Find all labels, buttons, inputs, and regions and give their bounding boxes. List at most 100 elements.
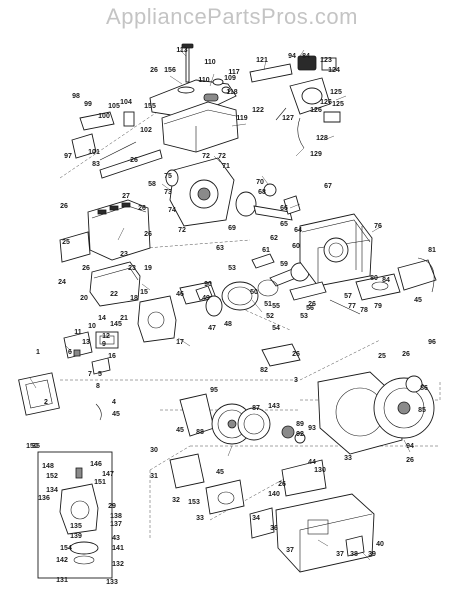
part-number-label: 86 [420,385,428,392]
part-number-label: 26 [144,231,152,238]
part-number-label: 97 [64,153,72,160]
part-number-label: 26 [130,157,138,164]
part-number-label: 34 [252,515,260,522]
part-number-label: 24 [58,279,66,286]
part-number-label: 69 [228,225,236,232]
part-number-label: 127 [282,115,294,122]
part-number-label: 85 [418,407,426,414]
part-number-label: 102 [140,127,152,134]
part-number-label: 121 [256,57,268,64]
part-number-label: 26 [278,481,286,488]
muffler-assembly [289,257,437,315]
flywheel-assembly [179,393,306,445]
part-number-label: 7 [88,371,92,378]
part-number-label: 74 [168,207,176,214]
part-number-label: 18 [130,295,138,302]
part-number-label: 141 [112,545,124,552]
part-number-label: 83 [92,161,100,168]
part-number-label: 46 [176,291,184,298]
part-number-label: 1 [36,349,40,356]
part-number-label: 20 [80,295,88,302]
part-number-label: 30 [150,447,158,454]
part-number-label: 37 [336,551,344,558]
part-number-label: 49 [202,295,210,302]
part-number-label: 55 [272,303,280,310]
cylinder-block [299,213,373,287]
part-number-label: 17 [176,339,184,346]
part-number-label: 150 [26,443,38,450]
part-number-label: 135 [70,523,82,530]
part-number-label: 64 [294,227,302,234]
part-number-label: 137 [110,521,122,528]
part-number-label: 35 [32,443,40,450]
part-number-label: 59 [280,261,288,268]
part-number-label: 71 [222,163,230,170]
part-number-label: 119 [236,115,247,122]
part-number-label: 105 [108,103,120,110]
part-number-label: 33 [344,455,352,462]
part-number-label: 43 [112,535,120,542]
crankcase-cover [165,157,235,227]
part-number-label: 78 [360,307,368,314]
part-number-label: 101 [88,149,100,156]
part-number-label: 113 [176,47,187,54]
part-number-label: 140 [268,491,280,498]
part-number-label: 26 [292,351,300,358]
part-number-label: 57 [344,293,352,300]
part-number-label: 104 [120,99,132,106]
part-number-label: 8 [96,383,100,390]
part-number-label: 154 [60,545,72,552]
part-number-label: 21 [120,315,128,322]
fuel-cap [203,93,219,102]
part-number-label: 87 [252,405,260,412]
part-number-label: 129 [310,151,322,158]
part-number-label: 143 [268,403,280,410]
part-number-label: 73 [164,189,172,196]
part-number-label: 151 [94,479,106,486]
part-number-label: 58 [148,181,156,188]
part-number-label: 31 [150,473,158,480]
part-number-label: 147 [102,471,114,478]
part-number-label: 68 [258,189,266,196]
key-switch [297,55,317,71]
part-number-label: 26 [308,301,316,308]
part-number-label: 63 [216,245,224,252]
part-number-label: 131 [56,577,68,584]
part-number-label: 153 [188,499,200,506]
part-number-label: 82 [260,367,268,374]
part-number-label: 90 [204,281,212,288]
part-number-label: 45 [176,427,184,434]
part-number-label: 93 [308,425,316,432]
part-number-label: 3 [294,377,298,384]
part-number-label: 5 [98,371,102,378]
part-number-label: 155 [144,103,156,110]
part-number-label: 52 [266,313,274,320]
part-number-label: 72 [218,153,226,160]
part-number-label: 118 [226,89,237,96]
part-number-label: 117 [228,69,239,76]
recoil-starter [373,375,435,439]
part-number-label: 77 [348,303,356,310]
part-number-label: 44 [308,459,316,466]
part-number-label: 72 [178,227,186,234]
part-number-label: 76 [374,223,382,230]
part-number-label: 53 [228,265,236,272]
part-number-label: 45 [112,411,120,418]
part-number-label: 109 [224,75,236,82]
part-number-label: 80 [370,275,378,282]
part-number-label: 26 [402,351,410,358]
part-number-label: 45 [414,297,422,304]
part-number-label: 14 [98,315,106,322]
part-number-label: 65 [280,221,288,228]
part-number-label: 146 [90,461,102,468]
part-number-label: 6 [68,349,72,356]
part-number-label: 110 [204,59,215,66]
part-number-label: 123 [320,57,332,64]
part-number-label: 62 [270,235,278,242]
part-number-label: 88 [196,429,204,436]
fuel-tank-assembly [149,43,239,153]
part-number-label: 23 [128,265,136,272]
part-number-label: 26 [138,205,146,212]
part-number-label: 75 [164,173,172,180]
